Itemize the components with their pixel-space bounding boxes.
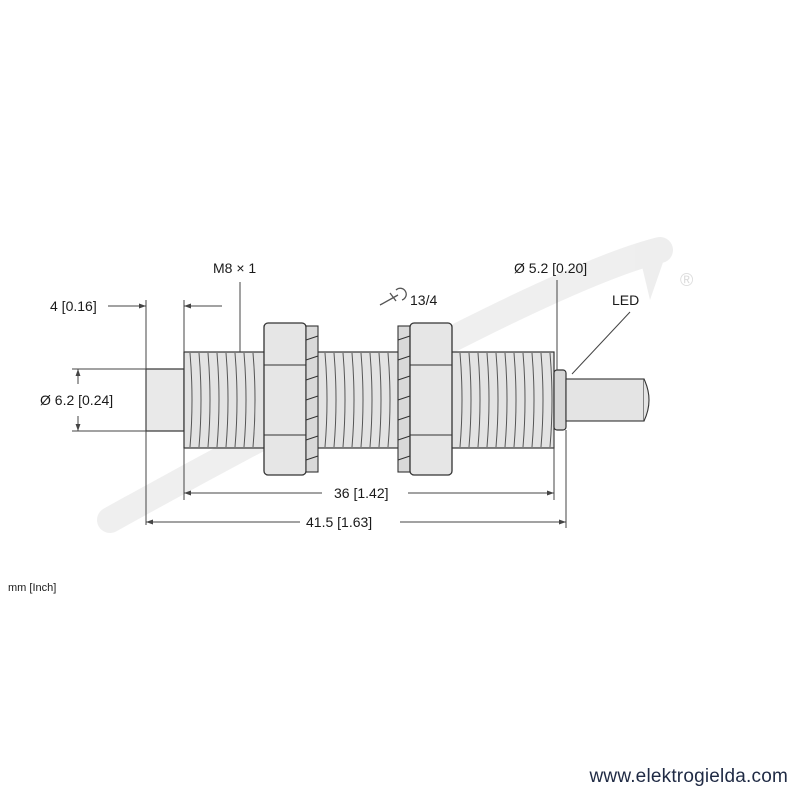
thread-line [342,352,346,448]
thread-line [198,352,202,448]
dim-face-length [108,300,222,525]
thread-line [351,352,355,448]
website-link[interactable]: www.elektrogielda.com [589,766,788,787]
dim-total-length [146,430,567,528]
hex-nut-left [263,322,307,476]
registered-mark: ® [680,270,693,290]
thread-line [243,352,247,448]
thread-line [369,352,373,448]
dim-face-length-label: 4 [0.16] [50,298,97,314]
thread-line [378,352,382,448]
led-label: LED [612,292,639,308]
thread-line [495,352,499,448]
thread-line [549,352,553,448]
led-end-cap [553,369,567,431]
dim-diameter-label: Ø 6.2 [0.24] [40,392,113,408]
thread-line [387,352,391,448]
thread-line [468,352,472,448]
thread-line [513,352,517,448]
dim-total-length-label: 41.5 [1.63] [306,514,372,530]
thread-line [459,352,463,448]
thread-line [189,352,193,448]
thread-line [225,352,229,448]
thread-line [522,352,526,448]
thread-line [486,352,490,448]
dim-thread-length-label: 36 [1.42] [334,485,389,501]
thread-line [216,352,220,448]
wrench-icon [379,287,407,306]
thread-line [207,352,211,448]
dim-diameter [72,368,146,432]
thread-line [531,352,535,448]
led-leader [571,311,631,375]
threaded-body [183,351,555,449]
dim-thread-length [183,430,555,500]
sensing-face [145,368,185,432]
thread-line [540,352,544,448]
thread-line [324,352,328,448]
units-note: mm [Inch] [8,582,57,594]
thread-line [360,352,364,448]
thread-line [504,352,508,448]
hex-nut-right [409,322,453,476]
thread-line [333,352,337,448]
cable [565,378,650,422]
cable-diameter-label: Ø 5.2 [0.20] [514,260,587,276]
thread-label: M8 × 1 [213,260,256,276]
thread-line [234,352,238,448]
wrench-size-label: 13/4 [410,292,437,308]
lock-washer-right [397,325,411,473]
lock-washer-left [305,325,319,473]
thread-line [252,352,256,448]
thread-line [477,352,481,448]
